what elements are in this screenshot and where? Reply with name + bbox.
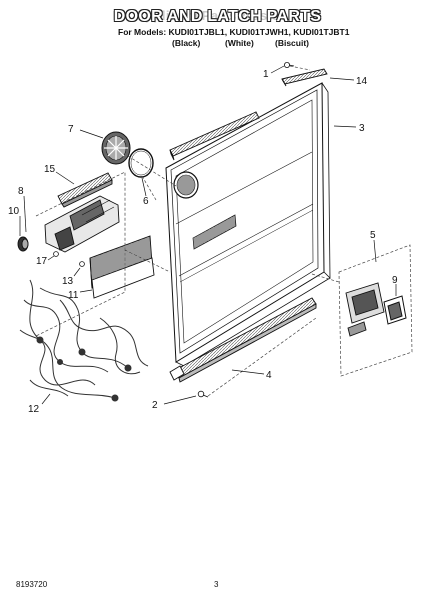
callout-7: 7 <box>68 124 74 135</box>
callout-5: 5 <box>370 230 376 241</box>
callout-13: 13 <box>62 276 74 287</box>
callout-3: 3 <box>359 123 365 134</box>
vent-bracket <box>89 235 155 299</box>
callout-2: 2 <box>152 400 158 411</box>
latch-screw-13 <box>79 261 85 267</box>
latch-screw-17 <box>53 251 59 257</box>
wire-harness <box>19 279 149 402</box>
dashed-group-outlines <box>35 65 413 397</box>
models-line: For Models: KUDI01TJBL1, KUDI01TJWH1, KU… <box>118 27 350 37</box>
leader-lines <box>19 65 397 405</box>
variant-black: (Black) <box>172 38 201 48</box>
callout-17: 17 <box>36 256 48 267</box>
callout-6: 6 <box>143 196 149 207</box>
dispenser-ring <box>173 171 199 199</box>
bottom-door-seal <box>169 297 317 383</box>
page-title: DOOR AND LATCH PARTS <box>113 8 322 25</box>
rinse-aid-cap <box>101 131 131 165</box>
variant-biscuit: (Biscuit) <box>275 38 309 48</box>
latch-assembly <box>44 195 120 253</box>
latch-knob <box>17 236 29 252</box>
variant-white: (White) <box>225 38 254 48</box>
callout-10: 10 <box>8 206 20 217</box>
door-switch <box>383 295 407 325</box>
doc-number: 8193720 <box>16 580 48 589</box>
callout-15: 15 <box>44 164 56 175</box>
cap-gasket <box>128 148 154 178</box>
callout-12: 12 <box>28 404 40 415</box>
top-trim-strip <box>281 68 328 87</box>
callout-9: 9 <box>392 275 398 286</box>
vent-trim <box>169 111 260 161</box>
watermark: AppliancePartsPros.com <box>135 8 300 23</box>
page-number: 3 <box>214 580 219 589</box>
screw-top <box>283 62 295 69</box>
door-handle <box>57 172 113 208</box>
callout-4: 4 <box>266 370 272 381</box>
screw-bottom <box>197 390 209 398</box>
callout-11: 11 <box>68 290 79 301</box>
switch-bracket <box>345 282 385 337</box>
inner-door-panel <box>165 82 331 367</box>
callout-8: 8 <box>18 186 24 197</box>
callout-14: 14 <box>356 76 368 87</box>
callout-1: 1 <box>263 69 269 80</box>
